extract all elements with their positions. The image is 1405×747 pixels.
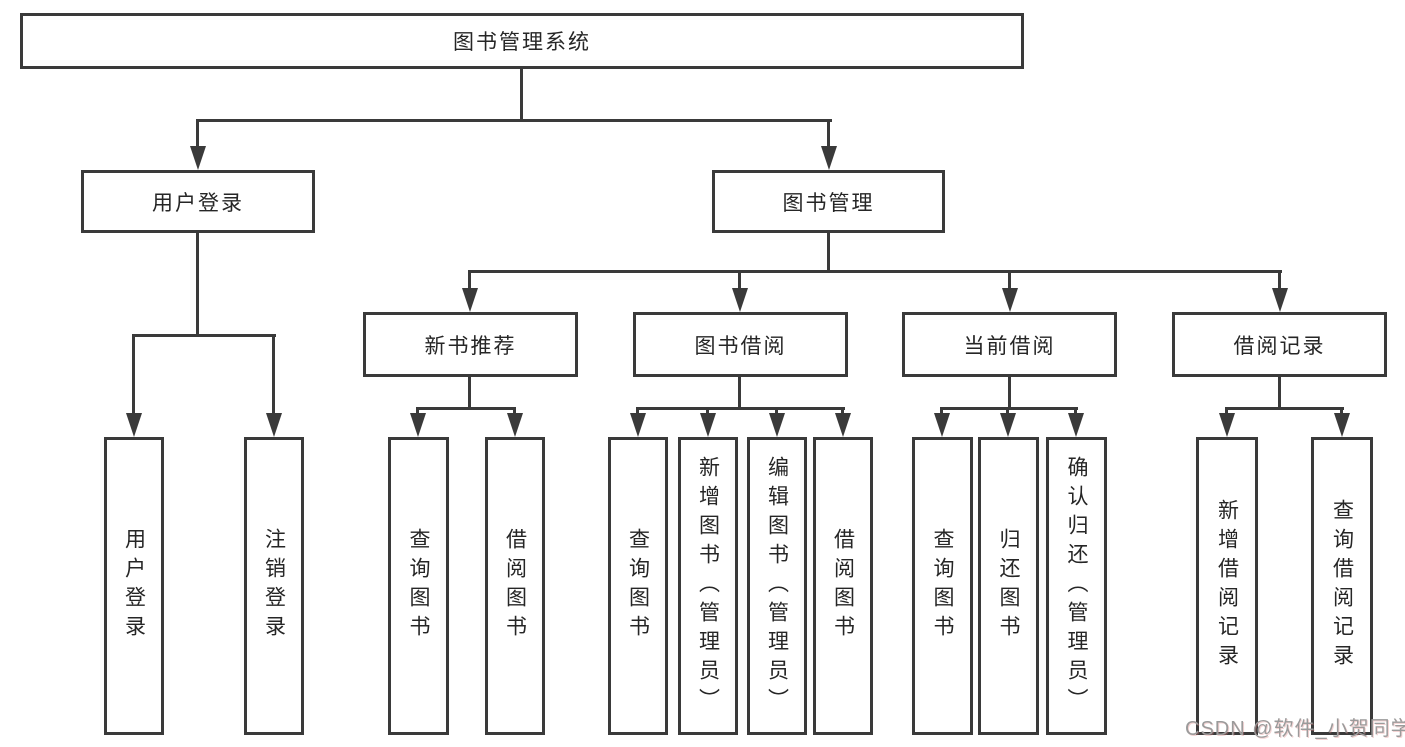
leaf-logout: 注销登录 [244, 437, 304, 735]
connector-current-borrow-bar [940, 407, 1078, 410]
leaf-user-login: 用户登录 [104, 437, 164, 735]
arrow-down-icon [1272, 288, 1288, 312]
arrow-down-icon [732, 288, 748, 312]
csdn-watermark: CSDN @软件_小贺同学 [1185, 718, 1405, 740]
connector-borrow-record-stem [1278, 377, 1281, 409]
arrow-down-icon [1002, 288, 1018, 312]
leaf-label: 编辑图书（管理员） [765, 455, 789, 717]
leaf-label: 归还图书 [997, 528, 1020, 644]
connector-drop-leaf [940, 407, 943, 414]
connector-user-login-stem [196, 233, 199, 336]
arrow-down-icon [630, 413, 646, 437]
leaf-query-borrow-record: 查询借阅记录 [1311, 437, 1373, 735]
arrow-down-icon [934, 413, 950, 437]
leaf-label: 用户登录 [122, 528, 146, 644]
node-book-management: 图书管理 [712, 170, 945, 233]
connector-book-borrow-bar [636, 407, 845, 410]
arrow-down-icon [700, 413, 716, 437]
arrow-down-icon [266, 413, 282, 437]
arrow-down-icon [769, 413, 785, 437]
node-library-system: 图书管理系统 [20, 13, 1024, 69]
connector-book-borrow-stem [738, 377, 741, 409]
node-label: 当前借阅 [963, 334, 1056, 358]
leaf-label: 借阅图书 [831, 528, 855, 644]
connector-drop-new-book [468, 270, 471, 289]
connector-drop-leaf [416, 407, 419, 414]
leaf-query-books-borrow: 查询图书 [608, 437, 668, 735]
leaf-label: 查询图书 [407, 528, 430, 644]
node-label: 新书推荐 [424, 334, 517, 358]
arrow-down-icon [835, 413, 851, 437]
connector-drop-user-login [196, 119, 199, 147]
arrow-down-icon [507, 413, 523, 437]
node-new-book-recommendation: 新书推荐 [363, 312, 578, 377]
leaf-label: 查询图书 [931, 528, 954, 644]
connector-drop-leaf [1074, 407, 1077, 414]
arrow-down-icon [410, 413, 426, 437]
connector-drop-leaf [706, 407, 709, 414]
connector-drop-leaf [1340, 407, 1343, 414]
connector-drop-leaf-user-login [132, 334, 135, 414]
leaf-add-book-admin: 新增图书（管理员） [678, 437, 738, 735]
arrow-down-icon [1334, 413, 1350, 437]
leaf-return-book: 归还图书 [978, 437, 1039, 735]
node-user-login: 用户登录 [81, 170, 315, 233]
connector-drop-borrow-record [1278, 270, 1281, 289]
connector-drop-book-mgmt [827, 119, 830, 147]
connector-drop-book-borrow [738, 270, 741, 289]
leaf-label: 查询借阅记录 [1330, 499, 1354, 673]
leaf-label: 确认归还（管理员） [1065, 455, 1088, 717]
node-book-borrowing: 图书借阅 [633, 312, 848, 377]
leaf-label: 查询图书 [626, 528, 650, 644]
leaf-label: 借阅图书 [503, 528, 527, 644]
arrow-down-icon [821, 146, 837, 170]
arrow-down-icon [1068, 413, 1084, 437]
leaf-confirm-return-admin: 确认归还（管理员） [1046, 437, 1107, 735]
node-label: 借阅记录 [1233, 334, 1326, 358]
node-label: 图书借阅 [694, 334, 787, 358]
connector-user-login-bar [132, 334, 276, 337]
node-label: 图书管理系统 [453, 31, 591, 54]
node-borrowing-records: 借阅记录 [1172, 312, 1387, 377]
connector-new-book-stem [468, 377, 471, 409]
connector-borrow-record-bar [1225, 407, 1344, 410]
leaf-label: 注销登录 [262, 528, 286, 644]
arrow-down-icon [1219, 413, 1235, 437]
connector-drop-leaf [636, 407, 639, 414]
connector-current-borrow-stem [1008, 377, 1011, 409]
arrow-down-icon [1000, 413, 1016, 437]
node-label: 图书管理 [782, 191, 875, 215]
leaf-label: 新增借阅记录 [1215, 499, 1239, 673]
connector-root-bar [196, 119, 832, 122]
leaf-borrow-books-newbook: 借阅图书 [485, 437, 545, 735]
connector-drop-leaf [1006, 407, 1009, 414]
connector-book-mgmt-bar [468, 270, 1282, 273]
node-label: 用户登录 [152, 191, 244, 215]
connector-new-book-bar [416, 407, 516, 410]
arrow-down-icon [126, 413, 142, 437]
connector-book-mgmt-stem [827, 233, 830, 272]
leaf-add-borrow-record: 新增借阅记录 [1196, 437, 1258, 735]
leaf-borrow-books-borrow: 借阅图书 [813, 437, 873, 735]
connector-root-stem [520, 69, 523, 121]
connector-drop-leaf-logout [272, 334, 275, 414]
arrow-down-icon [190, 146, 206, 170]
connector-drop-leaf [775, 407, 778, 414]
leaf-label: 新增图书（管理员） [696, 455, 720, 717]
node-current-borrowing: 当前借阅 [902, 312, 1117, 377]
connector-drop-leaf [1225, 407, 1228, 414]
arrow-down-icon [462, 288, 478, 312]
connector-drop-current-borrow [1008, 270, 1011, 289]
connector-drop-leaf [841, 407, 844, 414]
connector-drop-leaf [513, 407, 516, 414]
leaf-edit-book-admin: 编辑图书（管理员） [747, 437, 807, 735]
leaf-query-books-newbook: 查询图书 [388, 437, 449, 735]
leaf-query-books-current: 查询图书 [912, 437, 973, 735]
